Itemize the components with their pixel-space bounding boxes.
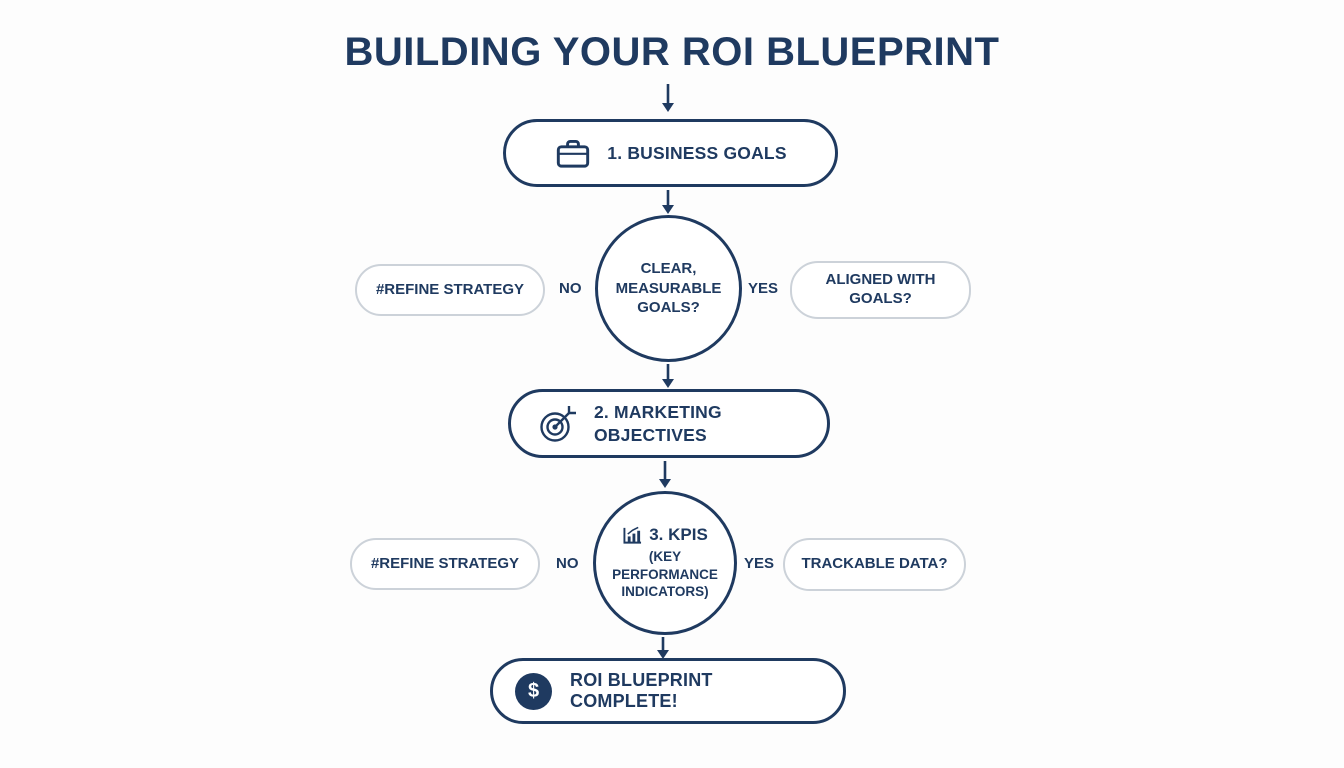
briefcase-icon	[554, 136, 592, 170]
step1-business-goals-node: 1. BUSINESS GOALS	[503, 119, 838, 187]
dollar-icon: $	[515, 672, 552, 710]
refine-strategy1-label: #REFINE STRATEGY	[375, 280, 525, 298]
final-label: ROI BLUEPRINT COMPLETE!	[570, 670, 713, 711]
aligned-with-goals-label: ALIGNED WITH GOALS?	[825, 271, 936, 307]
decision2-title: 3. KPIS	[649, 525, 708, 545]
step2-label: 2. MARKETING OBJECTIVES	[594, 401, 722, 445]
kpi-title-row: 3. KPIS	[622, 525, 708, 545]
arrow-down-icon	[662, 190, 674, 214]
decision1-yes-label: YES	[748, 280, 779, 297]
decision2-no-label: NO	[556, 555, 579, 572]
page-title: BUILDING YOUR ROI BLUEPRINT	[344, 30, 1000, 74]
bar-chart-icon	[622, 526, 643, 545]
trackable-data-node: TRACKABLE DATA?	[783, 538, 966, 591]
decision2-yes-label: YES	[744, 555, 775, 572]
decision1-label: CLEAR, MEASURABLE GOALS?	[615, 260, 722, 317]
decision1-clear-goals-node: CLEAR, MEASURABLE GOALS?	[595, 215, 742, 362]
trackable-data-label: TRACKABLE DATA?	[801, 555, 948, 573]
arrow-down-icon	[657, 637, 669, 659]
arrow-down-icon	[659, 461, 671, 488]
dollar-symbol: $	[527, 679, 540, 702]
step1-label: 1. BUSINESS GOALS	[607, 142, 787, 163]
target-icon	[537, 404, 579, 444]
refine-strategy1-node: #REFINE STRATEGY	[355, 264, 545, 316]
decision2-subtitle: (KEY PERFORMANCE INDICATORS)	[612, 549, 718, 600]
step2-marketing-objectives-node: 2. MARKETING OBJECTIVES	[508, 389, 830, 458]
decision2-kpis-node: 3. KPIS (KEY PERFORMANCE INDICATORS)	[593, 491, 737, 635]
arrow-down-icon	[662, 84, 674, 112]
refine-strategy2-node: #REFINE STRATEGY	[350, 538, 540, 590]
decision1-no-label: NO	[559, 280, 582, 297]
final-roi-complete-node: $ ROI BLUEPRINT COMPLETE!	[490, 658, 846, 724]
arrow-down-icon	[662, 364, 674, 388]
refine-strategy2-label: #REFINE STRATEGY	[370, 554, 520, 572]
aligned-with-goals-node: ALIGNED WITH GOALS?	[790, 261, 971, 319]
